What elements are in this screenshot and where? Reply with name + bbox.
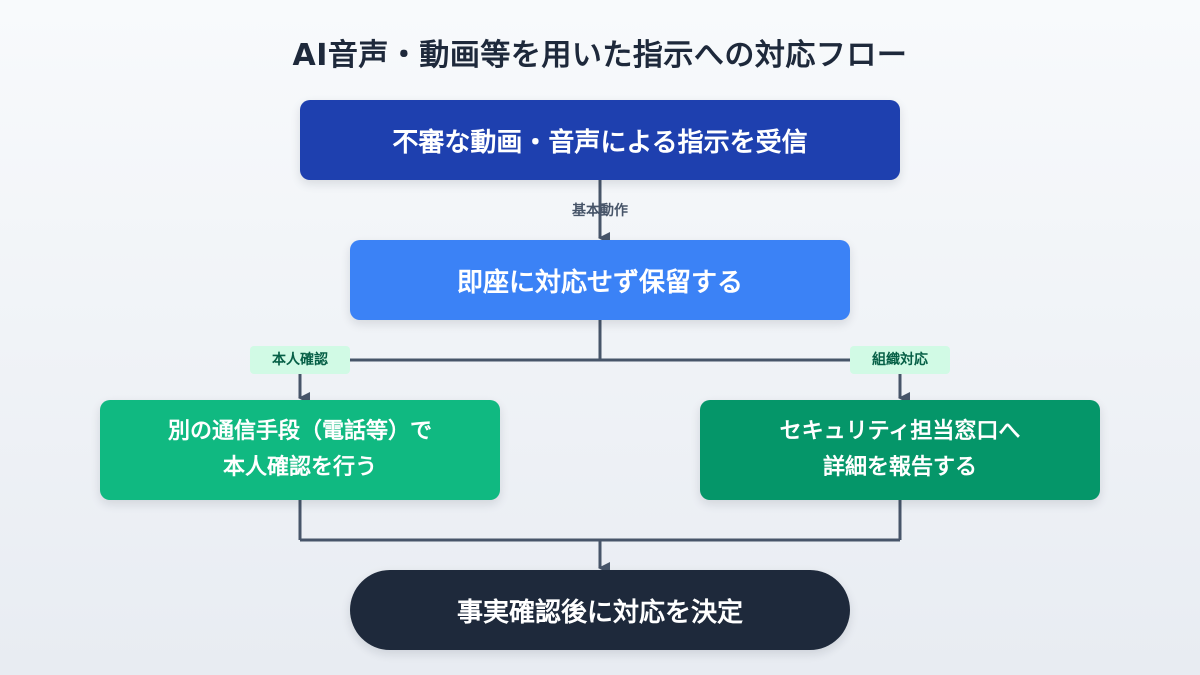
node-hold-response: 即座に対応せず保留する (350, 240, 850, 320)
node-verify-label: 別の通信手段（電話等）で 本人確認を行う (167, 419, 432, 480)
node-hold-label: 即座に対応せず保留する (456, 267, 743, 298)
node-report-security: セキュリティ担当窓口へ 詳細を報告する (700, 400, 1100, 500)
node-report-label: セキュリティ担当窓口へ 詳細を報告する (779, 419, 1021, 480)
node-decide-label: 事実確認後に対応を決定 (456, 597, 743, 628)
node-receive-label: 不審な動画・音声による指示を受信 (392, 127, 808, 158)
edge-label-org-response: 組織対応 (850, 346, 950, 374)
node-decide-action: 事実確認後に対応を決定 (350, 570, 850, 650)
diagram-title: AI音声・動画等を用いた指示への対応フロー (292, 38, 908, 73)
node-verify-identity: 別の通信手段（電話等）で 本人確認を行う (100, 400, 500, 500)
edge-label-identity-check: 本人確認 (250, 346, 350, 374)
node-receive-instruction: 不審な動画・音声による指示を受信 (300, 100, 900, 180)
edge-label-basic-action: 基本動作 (572, 203, 628, 219)
